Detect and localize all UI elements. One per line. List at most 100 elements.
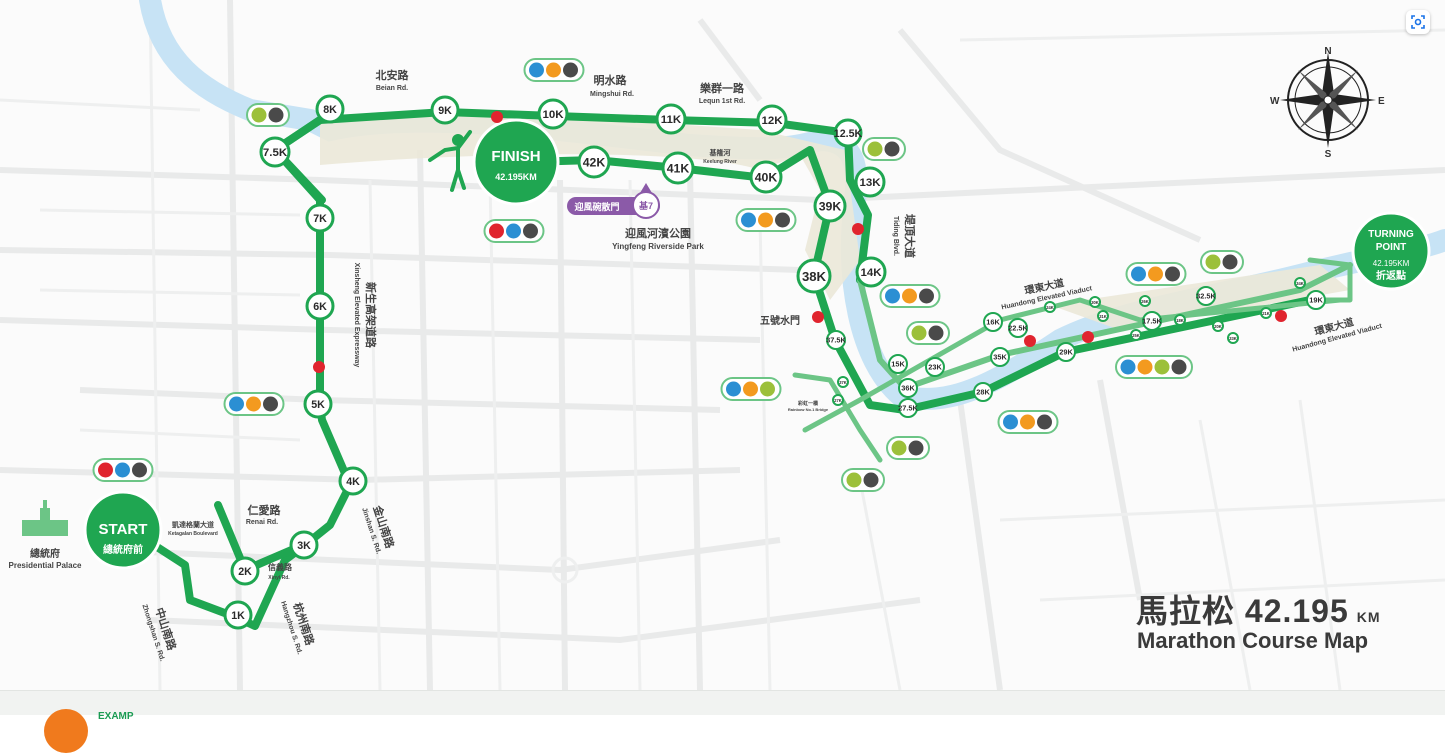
- km-marker-label: 25K: [1132, 333, 1140, 338]
- km-marker-circle: [855, 256, 887, 288]
- food-icon: [902, 288, 917, 304]
- first-aid-icon: [98, 462, 113, 478]
- footer-badge: [44, 709, 88, 753]
- label-ketagalan-zh: 凱達格蘭大道: [172, 520, 214, 529]
- water-icon: [506, 223, 521, 239]
- toilet-icon: [1171, 359, 1187, 375]
- km-marker-circle: [1044, 301, 1056, 313]
- km-marker-label: 24K: [1046, 305, 1054, 310]
- banana-icon: [1205, 254, 1221, 270]
- km-marker-circle: [1294, 277, 1306, 289]
- aid-station-icons: [92, 458, 154, 482]
- km-marker-circle: [888, 354, 908, 374]
- km-marker-3k: 3K: [289, 530, 319, 560]
- km-marker-label: 28K: [976, 388, 990, 397]
- label-ketagalan-en: Ketagalan Boulevard: [168, 531, 218, 537]
- riverside-park: [320, 112, 860, 300]
- aid-station-icons: [1125, 262, 1187, 286]
- toilet-icon: [132, 462, 147, 478]
- label-lequn-en: Lequn 1st Rd.: [699, 98, 745, 105]
- km-marker-label: 3K: [297, 540, 311, 552]
- km-marker-12-5k: 12.5K: [833, 118, 863, 148]
- first-aid-icon: [313, 361, 325, 373]
- presidential-palace-icon: [22, 500, 68, 536]
- km-marker-label: 30K: [1091, 300, 1099, 305]
- km-marker-label: 31K: [1099, 314, 1107, 319]
- km-marker-16k: 16K: [983, 312, 1003, 332]
- label-palace-en: Presidential Palace: [9, 561, 82, 570]
- km-marker-label: 26K: [1141, 299, 1149, 304]
- km-marker-circle: [854, 166, 886, 198]
- toilet-icon: [1165, 266, 1180, 282]
- compass-rose: N S E W: [1270, 46, 1385, 160]
- km-marker-label: 27.5K: [898, 404, 918, 413]
- turning-point-marker[interactable]: TURNING POINT 42.195KM 折返點: [1351, 211, 1431, 291]
- label-renai-en: Renai Rd.: [246, 519, 278, 526]
- course-map: N S E W START 總統府前 FINISH 42.195KM TURNI…: [0, 0, 1445, 691]
- km-marker-label: 18K: [1176, 318, 1184, 323]
- km-marker-33k: 33K: [1227, 332, 1239, 344]
- km-marker-7-5k: 7.5K: [259, 136, 291, 168]
- km-marker-label: 10K: [542, 109, 564, 121]
- label-xinsheng-en: Xinsheng Elevated Expressway: [353, 263, 360, 368]
- start-label: START: [99, 521, 148, 538]
- first-aid-icon: [491, 111, 503, 123]
- km-marker-label: 7K: [313, 213, 327, 225]
- label-keelung-zh: 基隆河: [709, 148, 731, 157]
- km-marker-label: 22.5K: [1008, 324, 1028, 333]
- food-icon: [1137, 359, 1153, 375]
- label-dazhi-en: Rainbow No.1 Bridge: [788, 407, 829, 412]
- water-icon: [1120, 359, 1136, 375]
- street-grid: [0, 0, 1445, 691]
- km-marker-label: 12K: [761, 115, 783, 127]
- turning-zh: 折返點: [1376, 269, 1406, 282]
- km-marker-20k: 20K: [1212, 320, 1224, 332]
- label-tiding-en: Tiding Blvd.: [892, 216, 899, 256]
- water-icon: [1131, 266, 1146, 282]
- km-marker-circle: [315, 94, 345, 124]
- aid-stations: [92, 58, 1287, 492]
- km-marker-label: 38K: [802, 269, 827, 284]
- km-marker-label: 9K: [438, 105, 452, 117]
- toilet-icon: [908, 440, 924, 456]
- finish-label: FINISH: [491, 148, 540, 165]
- km-marker-circle: [1212, 320, 1224, 332]
- km-marker-circle: [898, 398, 918, 418]
- km-marker-30k: 30K: [1089, 296, 1101, 308]
- km-marker-label: 17.5K: [1142, 317, 1162, 326]
- km-marker-label: 34K: [1296, 281, 1304, 286]
- label-tiding-zh: 堤頂大道: [903, 214, 917, 258]
- km-marker-circle: [305, 203, 335, 233]
- km-marker-label: 33K: [1229, 336, 1237, 341]
- km-marker-17-5k: 17.5K: [1142, 311, 1163, 331]
- compass-s: S: [1325, 149, 1332, 160]
- km-marker-label: 37K: [839, 380, 847, 385]
- label-xinsheng-zh: 新生高架道路: [364, 282, 378, 349]
- km-marker-28k: 28K: [973, 382, 993, 402]
- km-marker-label: 20K: [1214, 324, 1222, 329]
- label-xinyi-en: Xinyi Rd.: [268, 575, 290, 581]
- km-marker-36k: 36K: [898, 378, 918, 398]
- km-marker-circle: [655, 103, 687, 135]
- lens-button[interactable]: [1406, 10, 1430, 34]
- runner-icon: [428, 130, 472, 192]
- km-marker-41k: 41K: [661, 151, 695, 185]
- km-marker-circle: [230, 556, 260, 586]
- label-keelung-en: Keelung River: [703, 159, 737, 165]
- km-marker-circle: [303, 389, 333, 419]
- start-marker[interactable]: START 總統府前: [83, 490, 163, 570]
- banana-icon: [911, 325, 927, 341]
- finish-marker[interactable]: FINISH 42.195KM: [472, 118, 560, 206]
- finish-sub: 42.195KM: [495, 172, 537, 182]
- km-marker-circle: [1008, 318, 1028, 338]
- km-marker-label: 27K: [834, 398, 842, 403]
- km-marker-26k: 26K: [1139, 295, 1151, 307]
- aid-station-icons: [906, 321, 950, 345]
- label-yingfeng-park-zh: 迎風河濱公園: [625, 226, 691, 240]
- km-marker-27-5k: 27.5K: [898, 398, 919, 418]
- km-marker-label: 15K: [891, 360, 905, 369]
- toilet-icon: [919, 288, 934, 304]
- km-marker-27k: 27K: [832, 394, 844, 406]
- km-marker-circle: [1089, 296, 1101, 308]
